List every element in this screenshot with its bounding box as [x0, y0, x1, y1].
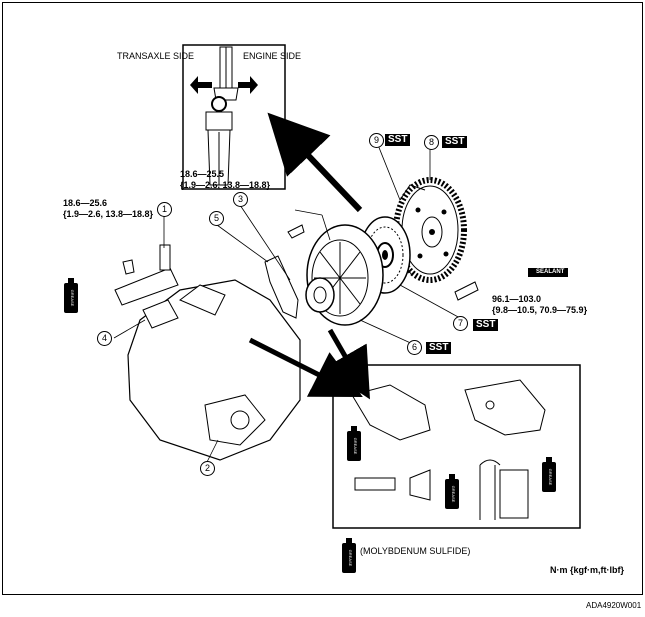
grease-can-label: GREASE [70, 290, 75, 307]
sealant-tag: SEALANT [528, 268, 569, 277]
torque-upper-imperial: {1.9—2.6, 13.8—18.8} [180, 180, 271, 190]
clutch-cover [305, 224, 384, 326]
sst-badge-9: SST [385, 134, 411, 146]
inset-pointer-arrow [267, 112, 363, 213]
boot [142, 299, 179, 329]
slave-cylinder [114, 244, 179, 306]
molybdenum-legend: (MOLYBDENUM SULFIDE) [360, 546, 471, 556]
torque-flywheel-imperial: {9.8—10.5, 70.9—75.9} [492, 305, 588, 315]
callout-6: 6 [407, 340, 422, 355]
callout-4: 4 [97, 331, 112, 346]
sst-badge-8: SST [442, 136, 468, 148]
callout-9: 9 [369, 133, 384, 148]
callout-5: 5 [209, 211, 224, 226]
units-legend: N·m {kgf·m,ft·lbf} [550, 565, 624, 575]
grease-can-label: GREASE [348, 550, 353, 567]
callout-7: 7 [453, 316, 468, 331]
grease-can-icon: GREASE [342, 538, 356, 573]
transaxle-side-label: TRANSAXLE SIDE [117, 51, 195, 61]
grease-can-label: GREASE [548, 469, 553, 486]
grease-can-icon: GREASE [542, 457, 556, 492]
grease-can-icon: GREASE [347, 426, 361, 461]
callout-8: 8 [424, 135, 439, 150]
torque-left-value: 18.6—25.6 [63, 198, 108, 208]
engine-side-label: ENGINE SIDE [243, 51, 302, 61]
grease-can-label: GREASE [451, 486, 456, 503]
sst-badge-7: SST [473, 319, 499, 331]
callout-1: 1 [157, 202, 172, 217]
release-fork [264, 255, 299, 319]
leader-lines [113, 144, 461, 463]
grease-can-icon: GREASE [445, 474, 459, 509]
torque-left-imperial: {1.9—2.6, 13.8—18.8} [63, 209, 154, 219]
flywheel-bolt [454, 281, 479, 301]
left-arrow-icon [190, 76, 212, 94]
figure-id: ADA4920W001 [586, 601, 642, 610]
callout-2: 2 [200, 461, 215, 476]
figure-frame [2, 2, 643, 595]
sst-badge-6: SST [426, 342, 452, 354]
callout-3: 3 [233, 192, 248, 207]
right-arrow-icon [238, 76, 258, 94]
grease-can-icon: GREASE [64, 278, 78, 313]
fork-arrow-2 [323, 328, 370, 400]
inset-direction-box [182, 44, 286, 190]
grease-can-label: GREASE [353, 438, 358, 455]
torque-flywheel-value: 96.1—103.0 [492, 294, 542, 304]
torque-upper-value: 18.6—25.5 [180, 169, 225, 179]
clutch-cover-bolt [287, 224, 305, 239]
